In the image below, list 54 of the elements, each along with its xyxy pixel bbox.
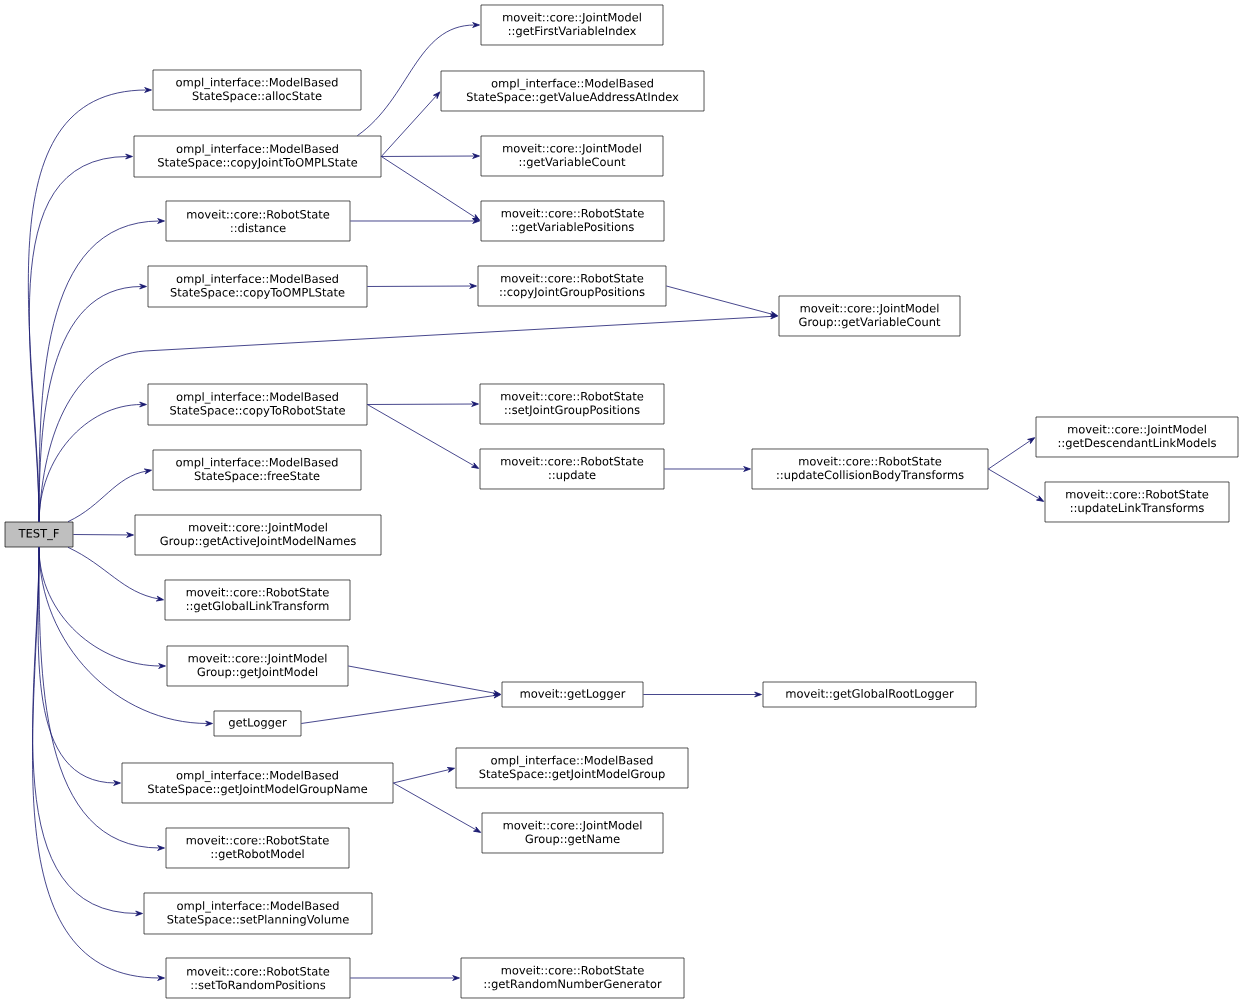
arrow [349,218,480,224]
function-box: ompl_interface::ModelBased StateSpace::copyToOMPLState [147,265,368,308]
function-box: moveit::core::JointModel ::getFirstVariableIndex [480,4,664,46]
arrow [665,285,778,317]
arrow [380,153,480,159]
function-box: moveit::getLogger [501,681,644,708]
function-box: getLogger [213,710,302,737]
function-box: moveit::core::RobotState ::distance [165,200,351,242]
arrow [987,437,1036,470]
arrow [72,532,134,538]
arrow [366,283,477,289]
arrow [67,468,152,523]
arrow [67,546,164,602]
function-box: moveit::core::RobotState ::updateLinkTransforms [1044,481,1230,523]
function-box: ompl_interface::ModelBased StateSpace::copyToRobotState [147,383,368,426]
arrow [300,692,501,724]
function-box: ompl_interface::ModelBased StateSpace::getJointModelGroup [455,747,689,789]
arrow [642,691,762,698]
function-box: moveit::core::JointModel Group::getJointModel [166,645,349,687]
function-box: TEST_F [4,521,74,548]
arrow [366,404,480,469]
function-box: ompl_interface::ModelBased StateSpace::copyJointToOMPLState [133,135,382,178]
function-box: moveit::core::RobotState ::copyJointGroupPositions [477,265,667,307]
arrow [366,401,479,407]
function-box: moveit::core::RobotState ::setToRandomPositions [165,957,351,999]
arrow [380,91,441,157]
arrow [347,665,501,696]
function-box: moveit::core::JointModel ::getDescendantLinkModels [1035,416,1239,458]
function-box: moveit::core::RobotState ::updateCollisionBodyTransforms [751,448,989,490]
function-box: moveit::core::JointModel ::getVariableCount [480,135,664,177]
arrow [32,546,165,981]
function-box: moveit::getGlobalRootLogger [762,681,977,708]
function-box: ompl_interface::ModelBased StateSpace::setPlanningVolume [143,892,373,935]
arrow [356,22,480,137]
function-box: moveit::core::RobotState ::setJointGroupPositions [479,383,665,425]
arrow [987,468,1045,502]
function-box: ompl_interface::ModelBased StateSpace::getJointModelGroupName [121,762,394,804]
function-box: ompl_interface::ModelBased StateSpace::freeState [152,449,362,491]
function-box: moveit::core::RobotState ::getRandomNumberGenerator [460,957,685,999]
function-box: ompl_interface::ModelBased StateSpace::getValueAddressAtIndex [440,70,705,112]
function-box: moveit::core::RobotState ::getVariablePositions [480,200,665,242]
arrow [380,156,481,221]
function-box: moveit::core::RobotState ::getRobotModel [165,827,350,869]
arrow [349,975,460,981]
arrow [663,466,751,472]
function-box: moveit::core::JointModel Group::getVariableCount [778,295,961,337]
function-box: moveit::core::RobotState ::update [479,448,665,490]
arrow [38,313,778,523]
function-box: moveit::core::JointModel Group::getName [481,812,664,854]
arrow [392,782,482,833]
function-box: moveit::core::RobotState ::getGlobalLinkTransform [164,579,351,621]
function-box: moveit::core::JointModel Group::getActiveJointModelNames [134,514,382,556]
arrow [392,767,455,784]
function-box: ompl_interface::ModelBased StateSpace::allocState [152,69,362,111]
